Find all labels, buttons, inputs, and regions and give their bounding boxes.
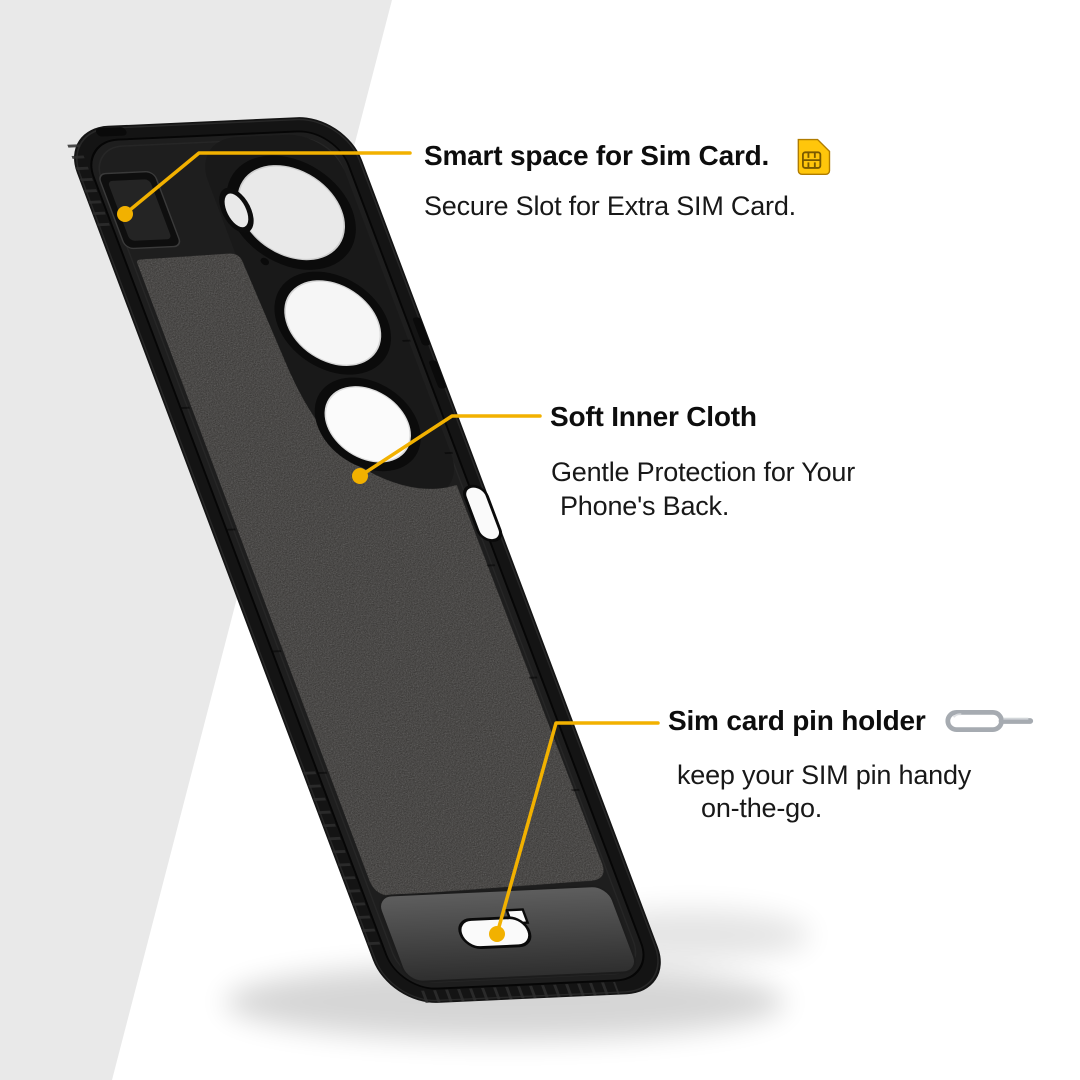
sim-eject-pin-icon: [945, 709, 1033, 733]
annotation-inner-cloth: Soft Inner Cloth: [550, 401, 757, 433]
subtitle-line: Phone's Back.: [560, 491, 730, 521]
annotation-subtitle-inner-cloth: Gentle Protection for Your Phone's Back.: [551, 455, 855, 523]
phone-case: [67, 117, 661, 1003]
annotation-title-pin-holder: Sim card pin holder: [668, 705, 926, 736]
annotation-pin-holder: Sim card pin holder: [668, 703, 1036, 739]
mold-ticks: [181, 339, 580, 792]
callout-line-sim-slot: [123, 151, 412, 216]
callout-line-pin-holder: [495, 721, 660, 936]
callouts: [117, 151, 660, 942]
subtitle-line: Gentle Protection for Your: [551, 457, 855, 487]
annotation-subtitle-pin-holder: keep your SIM pin handy on-the-go.: [677, 759, 971, 825]
annotation-title-sim-slot: Smart space for Sim Card.: [424, 140, 770, 171]
annotation-subtitle-sim-slot: Secure Slot for Extra SIM Card.: [424, 191, 796, 221]
annotation-title-inner-cloth: Soft Inner Cloth: [550, 401, 757, 432]
top-rim-slit: [96, 127, 127, 137]
annotation-sim-slot: Smart space for Sim Card.: [424, 134, 835, 178]
callout-line-inner-cloth: [358, 414, 542, 478]
subtitle-line: keep your SIM pin handy: [677, 760, 972, 790]
sim-card-slot: [99, 170, 181, 250]
sim-card-icon: [797, 138, 831, 176]
side-button-cutout: [463, 484, 503, 542]
grip-ribs: [67, 144, 620, 1003]
callout-dot-inner-cloth: [352, 468, 368, 484]
camera-cutouts: [219, 155, 421, 472]
callout-dot-pin-holder: [489, 926, 505, 942]
subtitle-line: on-the-go.: [701, 793, 823, 823]
side-buttons: [412, 317, 446, 389]
inner-cloth-texture: [137, 253, 604, 896]
case-rim-highlight: [76, 118, 659, 1002]
callout-dot-sim-slot: [117, 206, 133, 222]
